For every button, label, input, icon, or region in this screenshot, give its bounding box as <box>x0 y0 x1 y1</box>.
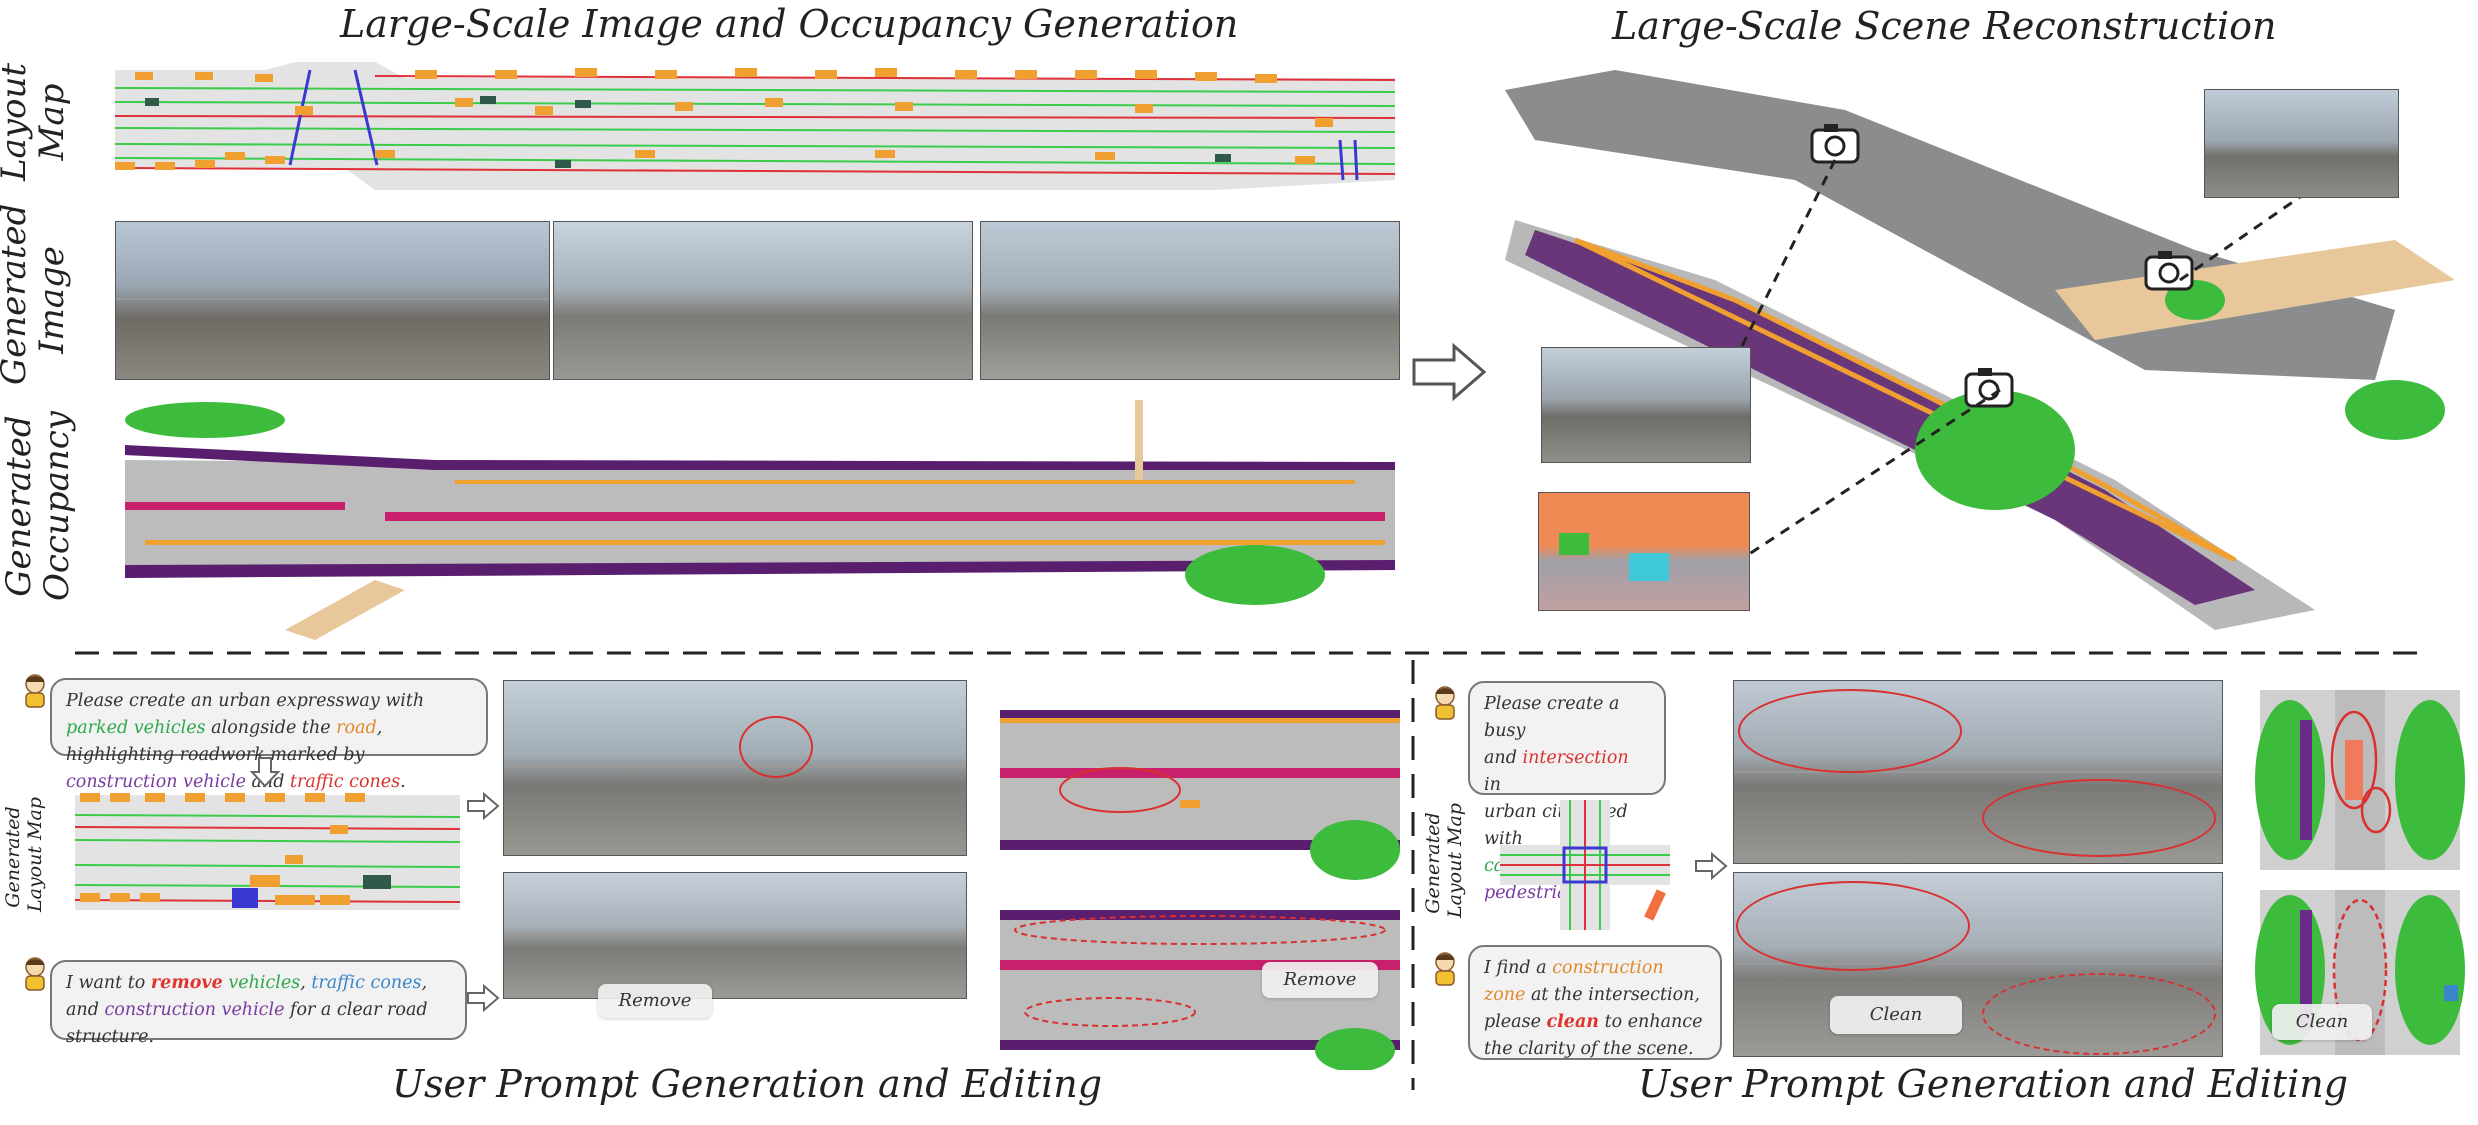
title-prompt-editing-left: User Prompt Generation and Editing <box>392 1062 1103 1106</box>
prompt-text: . <box>400 772 406 792</box>
label-text: Layout Map <box>24 797 46 912</box>
prompt-text: , and <box>66 973 428 1020</box>
intersection-generated-image <box>1733 680 2223 864</box>
reconstruction-thumbnail-2 <box>1541 347 1751 463</box>
generated-occupancy-strip <box>125 400 1395 640</box>
prompt-keyword: construction <box>1552 958 1664 978</box>
row-label-text: Occupancy <box>37 410 77 602</box>
prompt-keyword: remove <box>150 973 223 993</box>
generated-image-panel-2 <box>553 221 973 380</box>
prompt-text: alongside the <box>205 718 337 738</box>
arrow-right-icon <box>1412 342 1487 402</box>
prompt-bubble-create-intersection: Please create a busy and intersection in… <box>1468 681 1666 903</box>
prompt-text: for a clear road structure. <box>66 1000 428 1047</box>
prompt-text: Please create an urban expressway with <box>66 691 425 711</box>
reconstruction-semantic-thumbnail <box>1538 492 1750 611</box>
prompt-keyword: parked <box>66 718 129 738</box>
row-label-text: Map <box>32 83 72 161</box>
scene-reconstruction-view <box>1505 70 2455 630</box>
prompt-text: marked by <box>270 745 365 765</box>
prompt-keyword: intersection <box>1522 748 1629 768</box>
editing-generated-occupancy <box>1000 710 1400 880</box>
prompt-bubble-remove: I want to remove vehicles, traffic cones… <box>50 960 467 1047</box>
prompt-text: and <box>1484 748 1523 768</box>
section-divider-vertical <box>1411 660 1415 1090</box>
camera-icon <box>2144 251 2194 291</box>
arrow-down-icon <box>250 757 280 788</box>
intersection-generated-occupancy <box>2255 690 2465 870</box>
generated-image-panel-1 <box>115 221 550 380</box>
layout-map-strip <box>115 62 1395 190</box>
prompt-keyword: road <box>336 718 377 738</box>
user-avatar-icon <box>25 957 45 991</box>
prompt-keyword: construction vehicle <box>66 772 246 792</box>
remove-occupancy-button[interactable]: Remove <box>1262 962 1378 998</box>
arrow-right-icon <box>1695 852 1728 880</box>
section-divider-horizontal <box>75 651 2425 655</box>
generated-layout-map-left <box>75 793 460 910</box>
prompt-keyword: vehicles <box>133 718 206 738</box>
reconstruction-thumbnail-1 <box>2204 89 2399 198</box>
prompt-keyword: construction vehicle <box>104 1000 285 1020</box>
arrow-right-icon <box>467 792 500 820</box>
prompt-text: the clarity of the scene. <box>1484 1039 1694 1059</box>
label-text: Generated <box>1422 812 1444 914</box>
row-label-generated-occupancy: Generated Occupancy <box>0 406 80 606</box>
remove-image-button[interactable]: Remove <box>598 984 712 1018</box>
prompt-text: I find a <box>1484 958 1553 978</box>
row-label-text: Generated <box>0 415 39 597</box>
title-scene-reconstruction: Large-Scale Scene Reconstruction <box>1612 4 2277 48</box>
prompt-keyword: vehicles <box>228 973 301 993</box>
user-avatar-icon <box>25 674 45 708</box>
prompt-text: I want to <box>66 973 151 993</box>
prompt-bubble-clean: I find a construction zone at the inters… <box>1468 945 1722 1060</box>
label-generated-layout-map-right: Generated Layout Map <box>1422 803 1472 918</box>
row-label-text: Generated <box>0 203 34 385</box>
row-label-text: Image <box>32 246 72 354</box>
editing-generated-image <box>503 680 967 856</box>
label-text: Layout Map <box>1444 803 1466 918</box>
generated-layout-map-right <box>1500 800 1670 930</box>
prompt-bubble-create-expressway: Please create an urban expressway with p… <box>50 678 488 792</box>
generated-image-panel-3 <box>980 221 1400 380</box>
user-avatar-icon <box>1435 952 1455 986</box>
clean-occupancy-button[interactable]: Clean <box>2272 1004 2372 1040</box>
prompt-keyword: traffic cones <box>311 973 422 993</box>
prompt-text: Please create a busy <box>1484 694 1620 741</box>
label-generated-layout-map-left: Generated Layout Map <box>2 797 52 912</box>
title-image-occupancy-generation: Large-Scale Image and Occupancy Generati… <box>340 2 1239 46</box>
prompt-text: , highlighting roadwork <box>66 718 383 765</box>
row-label-text: Layout <box>0 62 34 182</box>
prompt-keyword: zone <box>1484 985 1526 1005</box>
prompt-text: to enhance <box>1599 1012 1703 1032</box>
prompt-keyword: traffic cones <box>289 772 401 792</box>
prompt-keyword: clean <box>1546 1012 1600 1032</box>
prompt-text: , <box>300 973 312 993</box>
prompt-text: in <box>1484 775 1501 795</box>
prompt-text: at the intersection, <box>1525 985 1700 1005</box>
title-prompt-editing-right: User Prompt Generation and Editing <box>1638 1062 2349 1106</box>
intersection-cleaned-image <box>1733 872 2223 1057</box>
row-label-generated-image: Generated Image <box>0 203 75 385</box>
clean-image-button[interactable]: Clean <box>1830 996 1962 1034</box>
editing-removed-image <box>503 872 967 999</box>
camera-leader-lines <box>1738 159 2311 562</box>
label-text: Generated <box>2 806 24 908</box>
arrow-right-icon <box>467 984 500 1012</box>
prompt-text: please <box>1484 1012 1547 1032</box>
row-label-layout-map: Layout Map <box>0 57 75 187</box>
user-avatar-icon <box>1435 686 1455 720</box>
